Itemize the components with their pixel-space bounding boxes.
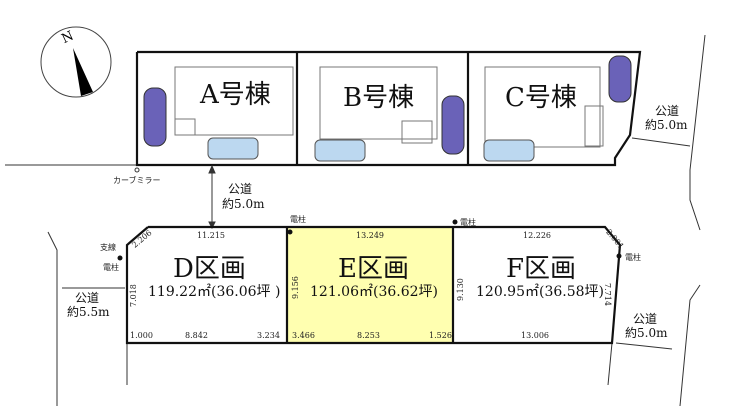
- lot-e-name: E区画: [338, 254, 409, 284]
- pole-label: 電柱: [290, 214, 306, 224]
- road-width-arrow: [631, 137, 691, 147]
- bottom-right-road-width: 約5.0m: [625, 325, 668, 340]
- lot-e-area: 121.06㎡(36.62坪): [310, 284, 438, 300]
- car-icons: [143, 55, 632, 162]
- bottom-lots: [125, 225, 622, 345]
- lot-f-dim-bottom: 13.006: [521, 331, 549, 340]
- top-right-road-width: 約5.0m: [645, 117, 688, 132]
- lot-d-area: 119.22㎡(36.06坪 ): [148, 284, 280, 300]
- bottom-right-road-label: 公道: [633, 312, 657, 326]
- house-outlines: [174, 66, 604, 148]
- top-right-road-label: 公道: [655, 104, 679, 118]
- lot-f-area: 120.95㎡(36.58坪): [476, 284, 604, 300]
- building-a-label: A号棟: [199, 80, 271, 110]
- pole-label: 電柱: [103, 262, 119, 272]
- left-road-width: 約5.5m: [67, 304, 110, 319]
- lot-e-dim-left: 9.156: [291, 276, 300, 299]
- curve-mirror-label: カーブミラー: [113, 175, 161, 185]
- lot-e-dim-bottom-a: 3.466: [292, 331, 315, 340]
- lot-f-dim-right: 7.714: [603, 283, 612, 306]
- utility-pole-icons: [117, 219, 622, 261]
- lot-e-fill: [287, 227, 453, 343]
- lot-d-dim-bottom-c: 3.234: [257, 331, 280, 340]
- middle-road-width: 約5.0m: [222, 196, 265, 211]
- guy-wire-label: 支線: [100, 242, 116, 252]
- compass: N: [40, 26, 112, 98]
- lot-f-dim-top: 12.226: [523, 231, 551, 240]
- curve-mirror-icon: [134, 167, 140, 173]
- pole-label: 電柱: [460, 217, 476, 227]
- top-lots: [135, 50, 642, 167]
- road-width-arrow: [208, 164, 216, 230]
- road-width-arrow: [615, 342, 673, 350]
- left-road-label: 公道: [75, 291, 99, 305]
- lot-d-dim-top: 11.215: [197, 231, 225, 240]
- lot-d-dim-left: 7.018: [129, 284, 138, 307]
- lot-d-dim-bottom-b: 8.842: [185, 331, 208, 340]
- building-c-label: C号棟: [505, 83, 577, 113]
- lot-e-dim-top: 13.249: [356, 231, 384, 240]
- lot-f-name: F区画: [506, 254, 576, 284]
- middle-road-label: 公道: [228, 182, 252, 196]
- building-b-label: B号棟: [343, 83, 414, 113]
- lot-d-name: D区画: [173, 254, 246, 284]
- lot-f-dim-left: 9.130: [456, 278, 465, 301]
- north-arrow-icon: [73, 48, 93, 96]
- lot-e-dim-bottom-b: 8.253: [357, 331, 380, 340]
- lot-d-dim-bottom-a: 1.000: [130, 331, 153, 340]
- lot-e-dim-bottom-c: 1.526: [429, 331, 452, 340]
- pole-label: 電柱: [625, 252, 641, 262]
- lot-f-dim-corner: 2.001: [604, 228, 626, 251]
- road-lines: [5, 34, 706, 406]
